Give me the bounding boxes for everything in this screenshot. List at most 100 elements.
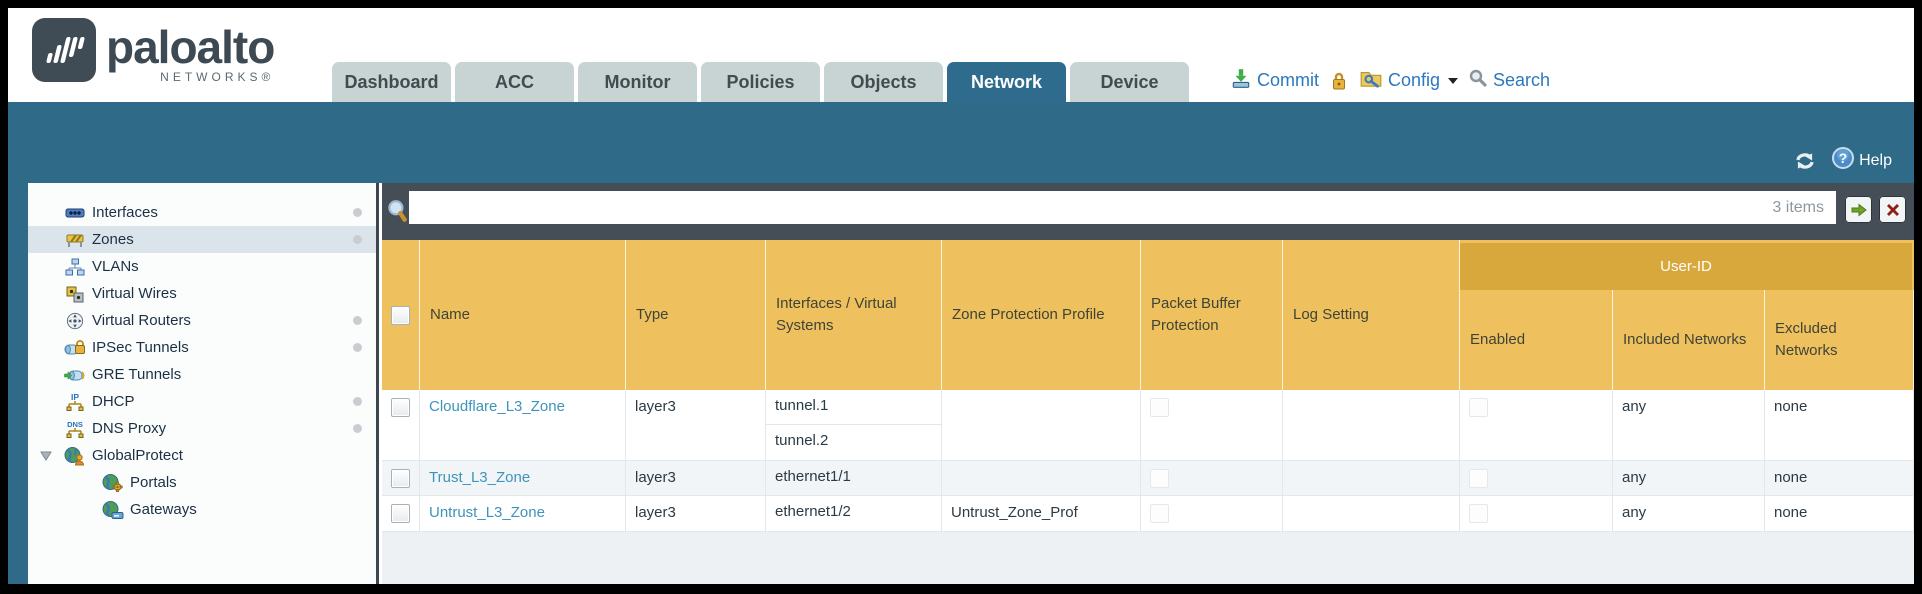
- packet-buffer-protection-cell: [1141, 496, 1283, 531]
- header-tools: Commit: [1230, 67, 1550, 94]
- sidebar-item-label: Portals: [130, 474, 177, 491]
- virtual-wires-icon: [64, 285, 86, 303]
- packet-buffer-checkbox[interactable]: [1150, 398, 1169, 417]
- filter-input[interactable]: 3 items: [409, 191, 1836, 224]
- tab-device[interactable]: Device: [1070, 62, 1189, 102]
- ipsec-tunnels-icon: [64, 339, 86, 357]
- row-checkbox[interactable]: [391, 398, 410, 417]
- sidebar-item-portals[interactable]: Portals: [28, 469, 376, 496]
- filter-search-icon: [386, 199, 408, 228]
- zone-name-link[interactable]: Cloudflare_L3_Zone: [429, 398, 565, 415]
- globalprotect-icon: [64, 446, 86, 466]
- sidebar-item-label: Interfaces: [92, 204, 158, 221]
- search-button[interactable]: Search: [1468, 68, 1550, 93]
- gateways-icon: [102, 500, 124, 520]
- sidebar-item-label: Virtual Routers: [92, 312, 191, 329]
- commit-button[interactable]: Commit: [1230, 67, 1319, 94]
- zone-name-cell: Cloudflare_L3_Zone: [420, 390, 626, 460]
- included-networks-cell: any: [1613, 461, 1765, 495]
- column-header-interfaces-virtual-systems[interactable]: Interfaces / Virtual Systems: [766, 240, 942, 390]
- gre-tunnels-icon: [64, 366, 86, 384]
- excluded-networks-cell: none: [1765, 390, 1914, 460]
- user-id-enabled-cell: [1460, 461, 1613, 495]
- zone-type-cell: layer3: [626, 496, 766, 531]
- interface-entry: ethernet1/1: [775, 468, 851, 485]
- apply-filter-button[interactable]: [1845, 196, 1872, 223]
- user-id-enabled-checkbox[interactable]: [1469, 469, 1488, 488]
- packet-buffer-checkbox[interactable]: [1150, 469, 1169, 488]
- zone-name-link[interactable]: Untrust_L3_Zone: [429, 504, 545, 521]
- sidebar-item-interfaces[interactable]: Interfaces: [28, 199, 376, 226]
- zone-protection-profile-cell: [942, 461, 1141, 495]
- tab-acc[interactable]: ACC: [455, 62, 574, 102]
- virtual-routers-icon: [64, 312, 86, 330]
- column-header-type[interactable]: Type: [626, 240, 766, 390]
- clear-filter-button[interactable]: [1879, 196, 1906, 223]
- row-checkbox[interactable]: [391, 469, 410, 488]
- packet-buffer-protection-cell: [1141, 461, 1283, 495]
- expander-triangle-icon[interactable]: [40, 451, 52, 461]
- column-header-enabled[interactable]: Enabled: [1460, 290, 1613, 390]
- brand-sub: NETWORKS®: [160, 70, 275, 84]
- column-header-included-networks[interactable]: Included Networks: [1613, 290, 1765, 390]
- config-menu[interactable]: Config: [1359, 67, 1459, 94]
- column-header-label: Name: [430, 306, 471, 324]
- filter-bar: 3 items: [382, 183, 1914, 240]
- column-header-name[interactable]: Name: [420, 240, 626, 390]
- zone-type-cell: layer3: [626, 461, 766, 495]
- sidebar-item-label: GlobalProtect: [92, 447, 183, 464]
- lock-icon[interactable]: [1329, 71, 1349, 91]
- sidebar-item-zones[interactable]: Zones: [28, 226, 376, 253]
- tab-monitor[interactable]: Monitor: [578, 62, 697, 102]
- refresh-button[interactable]: [1793, 150, 1817, 172]
- chevron-down-icon: [1448, 77, 1459, 84]
- zones-icon: [64, 231, 86, 249]
- column-header-label: Enabled: [1470, 331, 1526, 349]
- svg-text:IP: IP: [71, 392, 79, 402]
- tab-policies[interactable]: Policies: [701, 62, 820, 102]
- included-networks-cell: any: [1613, 496, 1765, 531]
- sidebar-item-globalprotect[interactable]: GlobalProtect: [28, 442, 376, 469]
- column-header-log-setting[interactable]: Log Setting: [1283, 240, 1460, 390]
- item-dot: [353, 235, 362, 244]
- sidebar-item-virtual-wires[interactable]: Virtual Wires: [28, 280, 376, 307]
- sidebar-item-vlans[interactable]: VLANs: [28, 253, 376, 280]
- help-button[interactable]: ? Help: [1831, 146, 1892, 175]
- zone-name-link[interactable]: Trust_L3_Zone: [429, 469, 531, 486]
- excluded-networks-cell: none: [1765, 461, 1914, 495]
- sidebar-item-gre-tunnels[interactable]: GRE Tunnels: [28, 361, 376, 388]
- user-id-group-header: User-ID: [1460, 243, 1912, 290]
- row-checkbox[interactable]: [391, 504, 410, 523]
- column-header-packet-buffer-protection[interactable]: Packet Buffer Protection: [1141, 240, 1283, 390]
- svg-text:?: ?: [1839, 150, 1848, 166]
- zone-protection-profile-cell: Untrust_Zone_Prof: [942, 496, 1141, 531]
- column-header-excluded-networks[interactable]: Excluded Networks: [1765, 290, 1914, 390]
- column-header-zone-protection-profile[interactable]: Zone Protection Profile: [942, 240, 1141, 390]
- user-id-enabled-cell: [1460, 496, 1613, 531]
- log-setting-cell: [1283, 496, 1460, 531]
- sidebar-item-label: Virtual Wires: [92, 285, 177, 302]
- select-all-checkbox[interactable]: [391, 305, 410, 325]
- interfaces-icon: [64, 204, 86, 222]
- user-id-enabled-checkbox[interactable]: [1469, 504, 1488, 523]
- packet-buffer-checkbox[interactable]: [1150, 504, 1169, 523]
- column-header-label: Type: [636, 306, 669, 324]
- sidebar-item-virtual-routers[interactable]: Virtual Routers: [28, 307, 376, 334]
- tab-dashboard[interactable]: Dashboard: [332, 62, 451, 102]
- sidebar-item-gateways[interactable]: Gateways: [28, 496, 376, 523]
- tab-network[interactable]: Network: [947, 62, 1066, 102]
- user-id-enabled-checkbox[interactable]: [1469, 398, 1488, 417]
- sidebar-item-label: Gateways: [130, 501, 197, 518]
- tab-objects[interactable]: Objects: [824, 62, 943, 102]
- sidebar-item-ipsec-tunnels[interactable]: IPSec Tunnels: [28, 334, 376, 361]
- zone-type-cell: layer3: [626, 390, 766, 460]
- log-setting-cell: [1283, 390, 1460, 460]
